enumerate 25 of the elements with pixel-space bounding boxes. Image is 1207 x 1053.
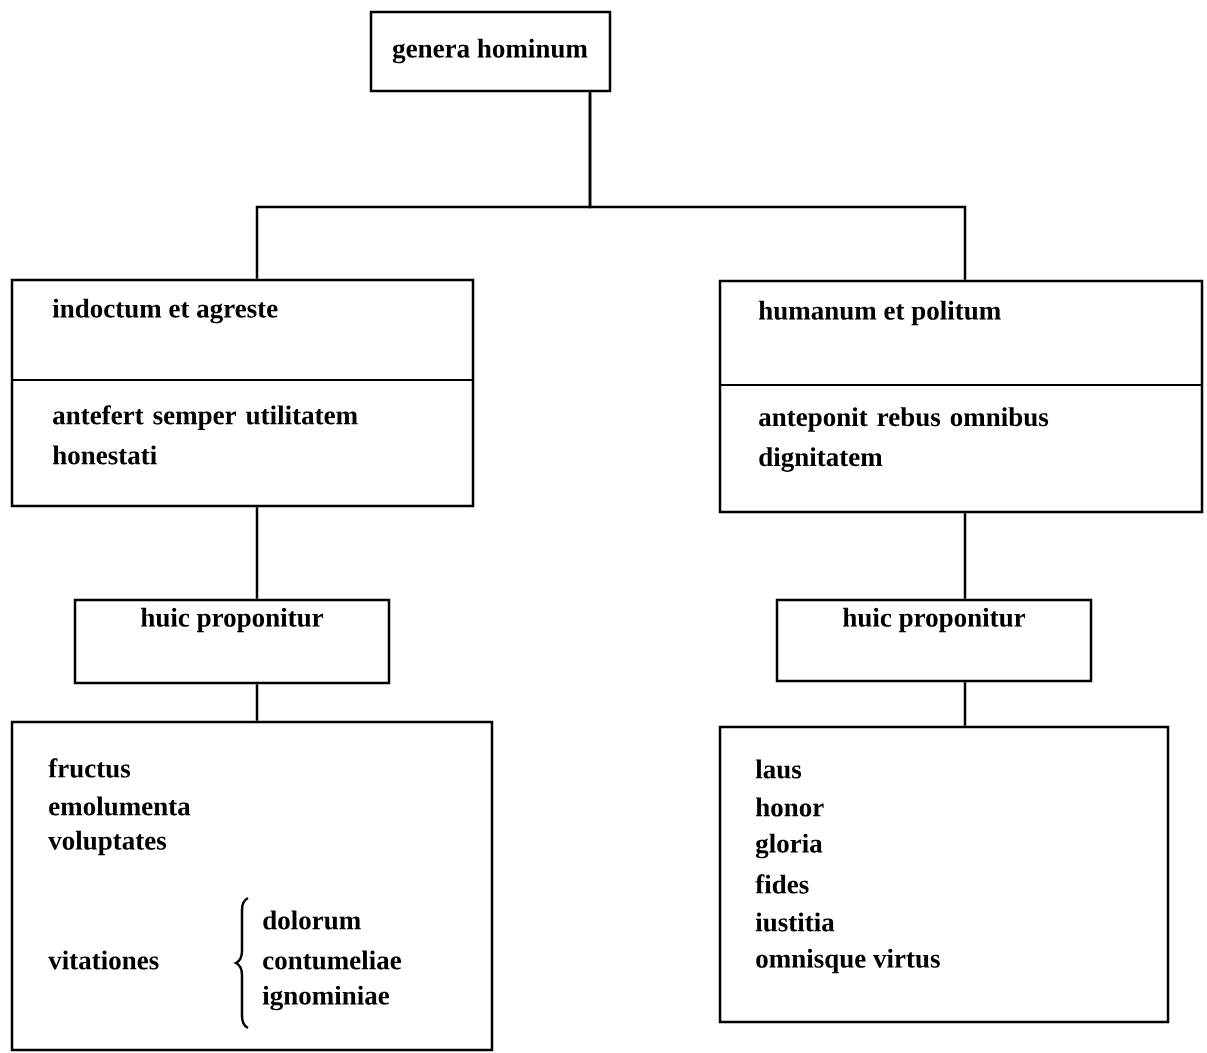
list-item: contumeliae: [263, 950, 401, 970]
list-item: iustitia: [755, 912, 835, 932]
connector: [255, 684, 259, 721]
list-item: honor: [755, 797, 824, 817]
list-item: fructus: [48, 758, 131, 778]
list-item: emolumenta: [49, 796, 191, 816]
box-label: huic proponitur: [843, 607, 1026, 633]
connector: [963, 513, 967, 599]
list-item: laus: [755, 759, 802, 779]
list-item: ignominiae: [262, 985, 390, 1011]
list-item: humanum et politum: [758, 300, 1001, 326]
list-item: vitationes: [48, 950, 159, 970]
list-item: omnisque virtus: [756, 948, 940, 974]
box-label: genera hominum: [392, 38, 588, 64]
connector: [963, 682, 967, 726]
list-item: fides: [755, 874, 809, 894]
connector: [255, 507, 259, 599]
list-item: gloria: [755, 833, 823, 859]
box-label: huic proponitur: [141, 607, 324, 633]
box-text: anteponit rebus omnibus dignitatem: [759, 407, 1049, 472]
connector: [588, 92, 967, 280]
list-item: voluptates: [48, 830, 167, 856]
list-item: indoctum et agreste: [52, 298, 278, 324]
box-text: antefert semper utilitatem honestati: [52, 405, 358, 465]
list-item: dolorum: [263, 910, 361, 930]
